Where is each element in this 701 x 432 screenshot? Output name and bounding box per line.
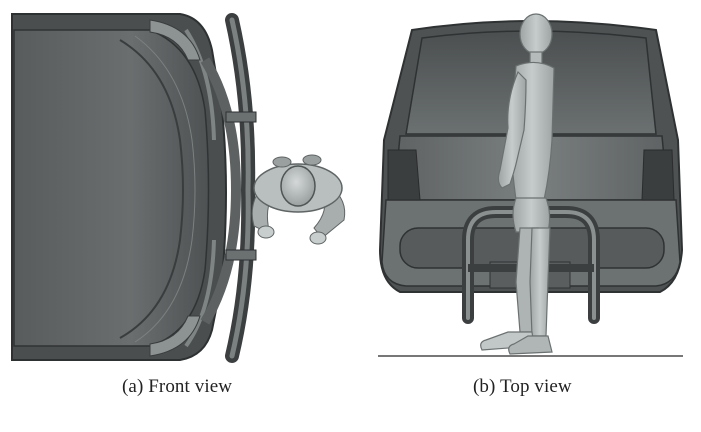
top-view-illustration bbox=[378, 13, 684, 357]
pedestrian-dummy-standing bbox=[480, 13, 555, 355]
front-view-illustration bbox=[11, 13, 346, 363]
pedestrian-dummy-top bbox=[251, 154, 346, 245]
caption-front-view: (a) Front view bbox=[122, 376, 233, 397]
front-guard-bar bbox=[225, 13, 257, 363]
car-body-top bbox=[11, 13, 242, 361]
figure-panel-a: (a) Front view bbox=[11, 13, 346, 397]
caption-top-view: (b) Top view bbox=[473, 376, 572, 397]
figure-panel-b: (b) Top view bbox=[360, 0, 701, 432]
